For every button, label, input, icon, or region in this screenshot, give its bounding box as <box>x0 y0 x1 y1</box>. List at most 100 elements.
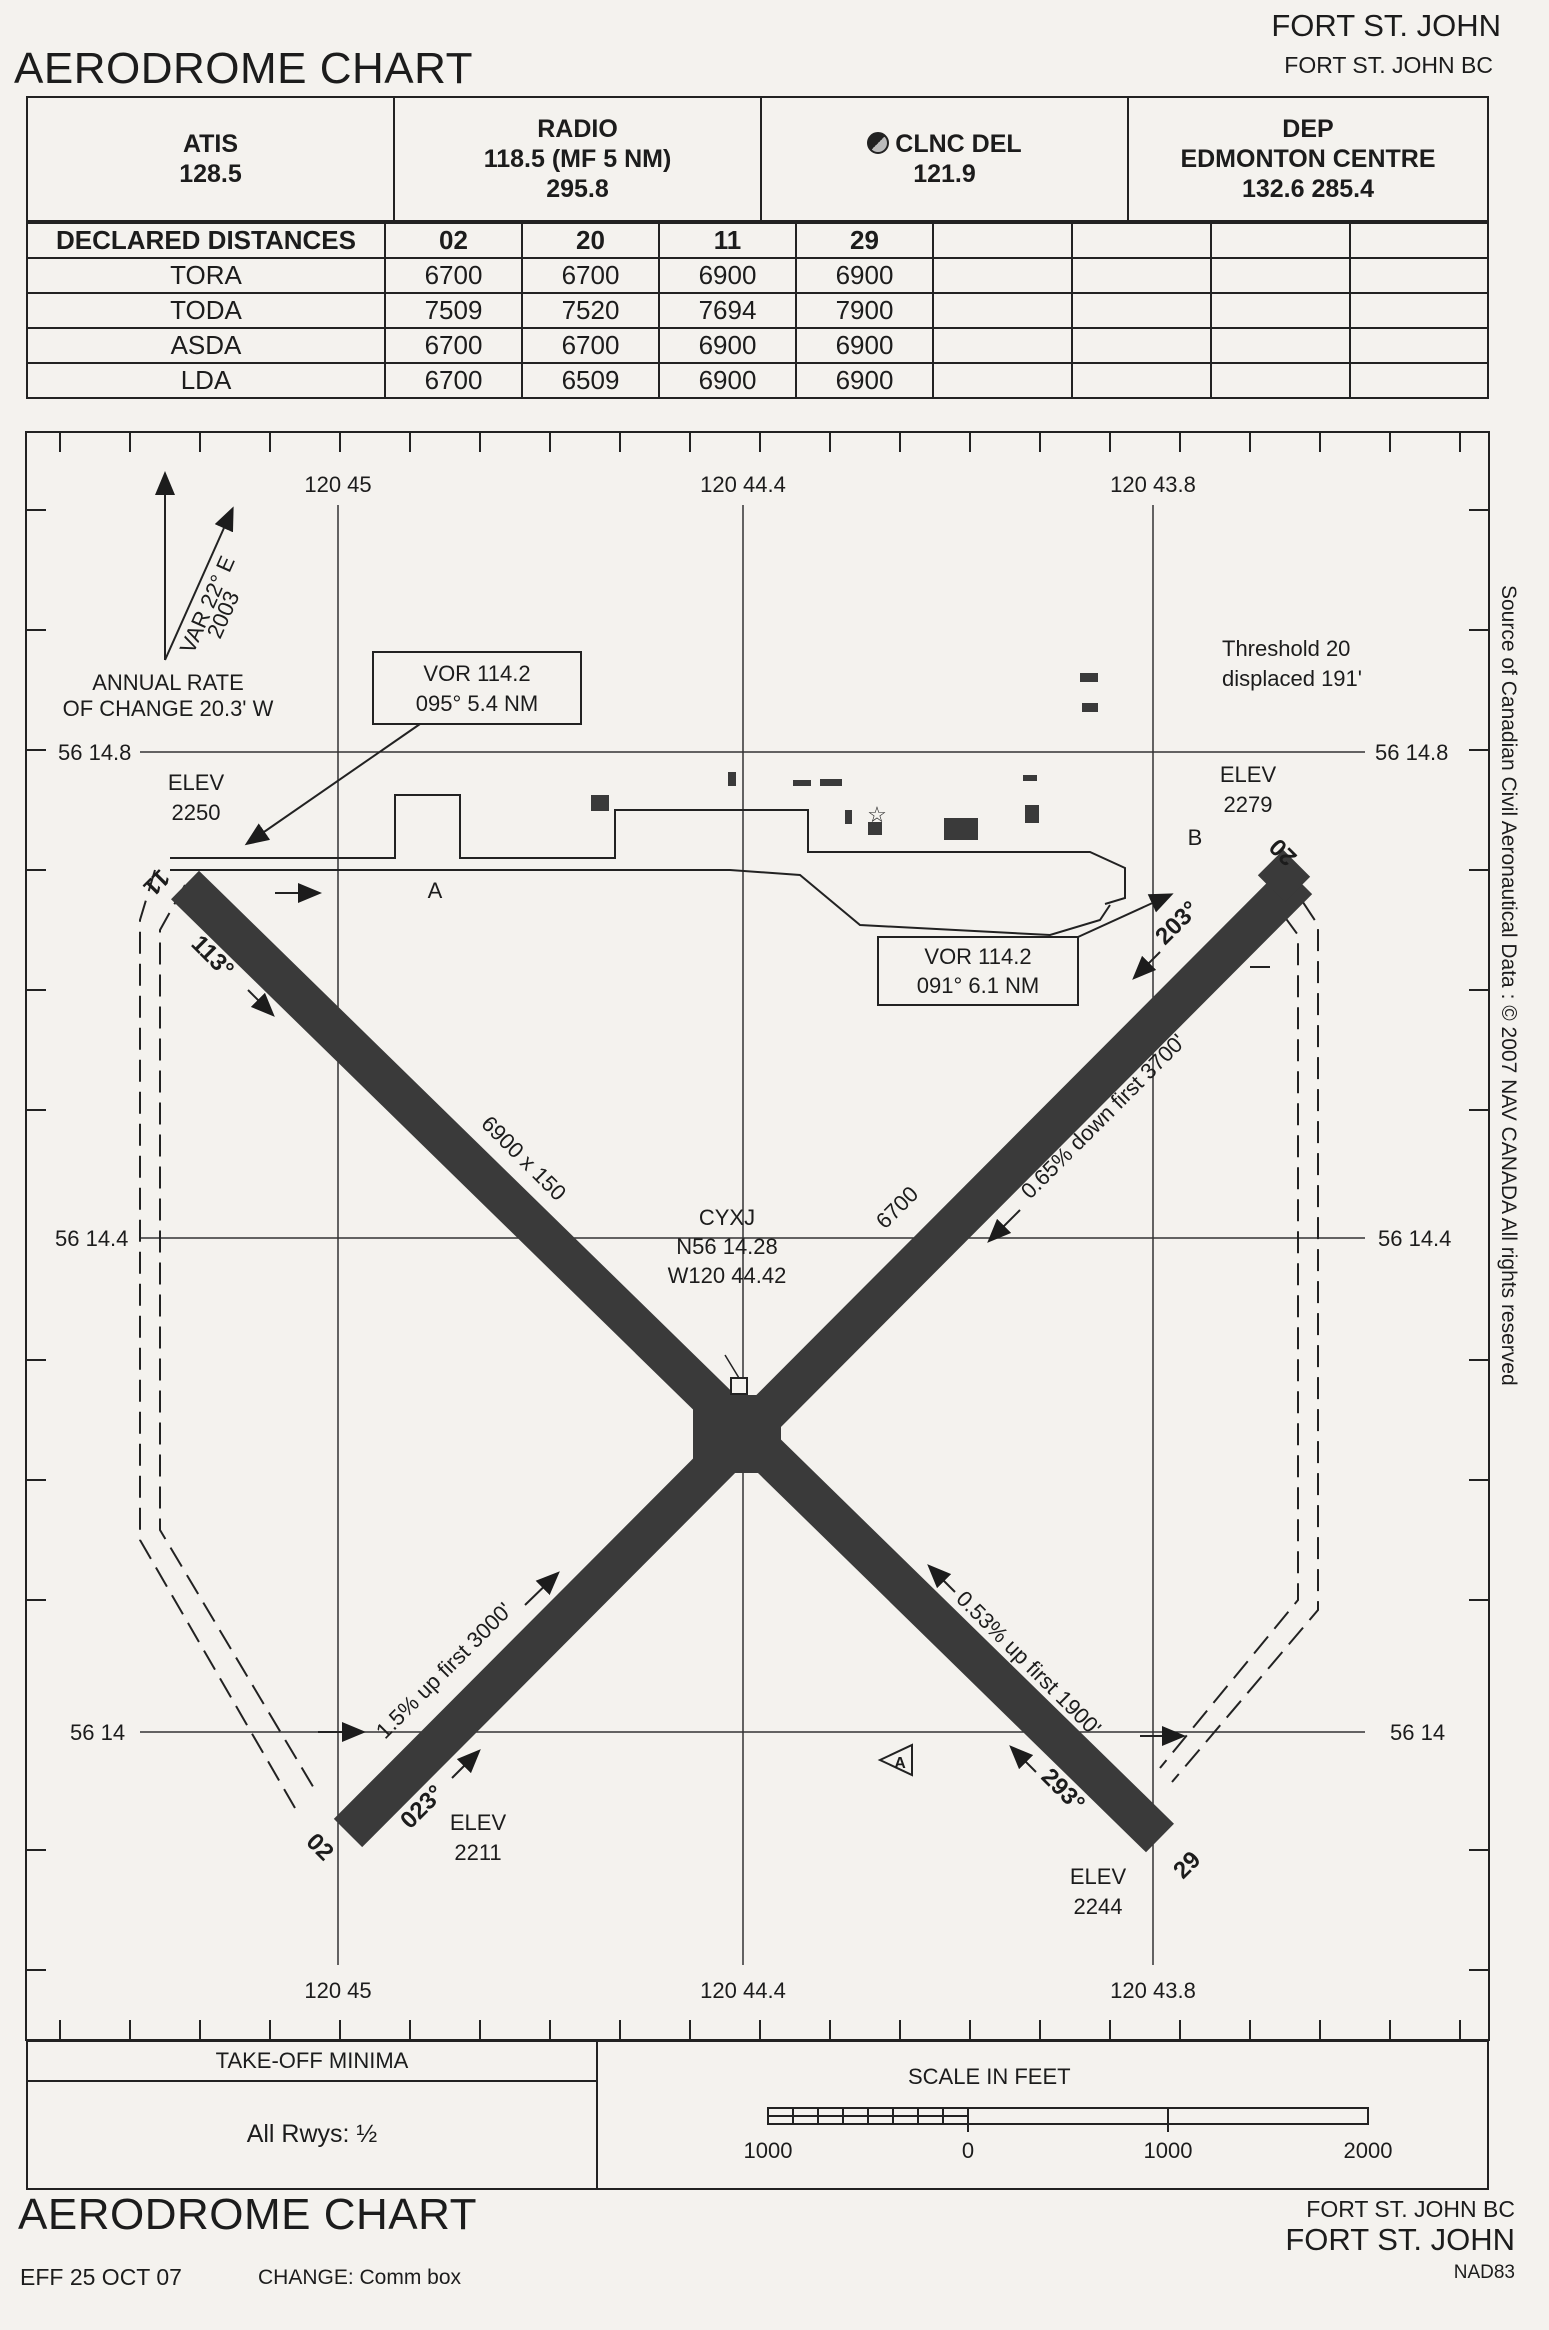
annual-rate-line2: OF CHANGE 20.3' W <box>63 696 274 721</box>
runway-02-20-length: 6700 <box>871 1181 923 1233</box>
footer-location-name: FORT ST. JOHN <box>1285 2222 1515 2257</box>
lon-label-top-3: 120 43.8 <box>1110 472 1196 497</box>
dd-runway-11: 11 <box>658 222 797 259</box>
aerodrome-identifier: CYXJ <box>699 1205 755 1230</box>
scale-bar: 1000 0 1000 2000 <box>744 2107 1392 2163</box>
windsock-letter: A <box>894 1755 906 1772</box>
clnc-del-label: CLNC DEL <box>895 130 1022 158</box>
elevation-ne-label: ELEV <box>1220 762 1277 787</box>
dd-empty <box>1071 362 1212 399</box>
dd-runway-29: 29 <box>795 222 934 259</box>
radio-cell: RADIO 118.5 (MF 5 NM) 295.8 <box>395 98 762 220</box>
dd-empty <box>1210 257 1351 294</box>
dd-runway-02: 02 <box>384 222 523 259</box>
apron-outline <box>170 794 1126 905</box>
runway-intersection <box>693 1395 781 1473</box>
dd-cell: 7509 <box>384 292 523 329</box>
dd-cell: 6700 <box>521 327 660 364</box>
aerodrome-longitude: W120 44.42 <box>668 1263 787 1288</box>
radio-label: RADIO <box>537 115 618 143</box>
building <box>845 810 852 824</box>
building <box>1025 805 1039 823</box>
dd-empty <box>932 257 1073 294</box>
lat-label-left-3: 56 14 <box>70 1720 125 1745</box>
clnc-del-frequency: 121.9 <box>913 160 976 188</box>
arp-leader <box>724 1354 740 1379</box>
atis-frequency: 128.5 <box>179 160 242 188</box>
lat-label-right-1: 56 14.8 <box>1375 740 1448 765</box>
elevation-se-value: 2244 <box>1074 1894 1123 1919</box>
threshold-note-2: displaced 191' <box>1222 666 1362 691</box>
building <box>944 818 978 840</box>
lat-label-left-1: 56 14.8 <box>58 740 131 765</box>
hold-short-arrows <box>275 883 1270 1746</box>
takeoff-minima-value: All Rwys: ½ <box>246 2120 378 2148</box>
dd-row-asda: ASDA 6700 6700 6900 6900 <box>26 327 1489 364</box>
aerodrome-reference-point-icon <box>730 1377 748 1395</box>
taxiway-label-b: B <box>1188 825 1203 850</box>
heading-203-arrow <box>1132 951 1161 980</box>
effective-date: EFF 25 OCT 07 <box>20 2264 182 2290</box>
dd-row-toda: TODA 7509 7520 7694 7900 <box>26 292 1489 329</box>
lon-label-bottom-1: 120 45 <box>304 1978 371 2003</box>
dd-cell: 6900 <box>795 362 934 399</box>
annual-rate-line1: ANNUAL RATE <box>92 670 244 695</box>
dd-row-label: TODA <box>26 292 386 329</box>
dd-cell: 7694 <box>658 292 797 329</box>
dd-cell: 6900 <box>658 327 797 364</box>
runway-02-20 <box>333 865 1313 1848</box>
dd-runway-20: 20 <box>521 222 660 259</box>
elevation-nw-label: ELEV <box>168 770 225 795</box>
declared-distances-table: DECLARED DISTANCES 02 20 11 29 TORA 6700… <box>26 222 1489 399</box>
heading-113-arrow <box>247 989 275 1017</box>
dd-empty <box>1210 327 1351 364</box>
change-note: CHANGE: Comm box <box>258 2266 462 2289</box>
scale-tick-0: 0 <box>962 2138 974 2163</box>
atis-label: ATIS <box>182 130 239 158</box>
beacon-star-icon: ☆ <box>867 802 887 827</box>
runway-label-29: 29 <box>1168 1846 1206 1884</box>
dd-cell: 6700 <box>384 327 523 364</box>
dd-row-tora: TORA 6700 6700 6900 6900 <box>26 257 1489 294</box>
taxiway-west-inner <box>159 884 319 1796</box>
windsock-icon <box>877 1743 913 1777</box>
atis-cell: ATIS 128.5 <box>28 98 395 220</box>
dd-header-row: DECLARED DISTANCES 02 20 11 29 <box>26 222 1489 259</box>
dd-empty <box>932 327 1073 364</box>
comm-box: ATIS 128.5 RADIO 118.5 (MF 5 NM) 295.8 C… <box>26 96 1489 222</box>
dd-empty <box>1071 327 1212 364</box>
copyright-side-note: Source of Canadian Civil Aeronautical Da… <box>1497 585 1520 1386</box>
slope-02-arrow <box>524 1571 560 1606</box>
location-province: FORT ST. JOHN BC <box>1284 52 1493 78</box>
dep-unit: EDMONTON CENTRE <box>1180 145 1436 173</box>
lon-label-bottom-3: 120 43.8 <box>1110 1978 1196 2003</box>
lon-label-top-1: 120 45 <box>304 472 371 497</box>
heading-293-arrow <box>1009 1745 1037 1773</box>
dd-empty <box>932 362 1073 399</box>
taxiway-east-inner <box>1159 889 1299 1769</box>
lat-label-left-2: 56 14.4 <box>55 1226 128 1251</box>
taxiway-east-outer <box>1171 874 1319 1783</box>
building <box>868 822 882 835</box>
vor-box-1 <box>372 651 582 725</box>
radio-frequency-2: 295.8 <box>546 175 609 203</box>
dd-cell: 6900 <box>795 257 934 294</box>
dd-empty <box>1071 222 1212 259</box>
clearance-icon <box>867 132 890 154</box>
dd-empty <box>1349 222 1489 259</box>
dd-row-label: LDA <box>26 362 386 399</box>
dep-frequencies: 132.6 285.4 <box>1241 175 1375 203</box>
building <box>1080 673 1098 682</box>
slope-20-arrow <box>987 1209 1021 1243</box>
vor-box-1-radial: 095° 5.4 NM <box>416 691 539 716</box>
chart-title: AERODROME CHART <box>14 44 473 93</box>
radio-frequency-1: 118.5 (MF 5 NM) <box>483 145 672 173</box>
elevation-sw-label: ELEV <box>450 1810 507 1835</box>
minima-scale-box: TAKE-OFF MINIMA All Rwys: ½ SCALE IN FEE… <box>26 2040 1489 2190</box>
dd-cell: 6700 <box>384 362 523 399</box>
aerodrome-latitude: N56 14.28 <box>676 1234 778 1259</box>
dd-empty <box>1210 362 1351 399</box>
runway-11-29 <box>171 870 1174 1853</box>
dd-cell: 7520 <box>521 292 660 329</box>
